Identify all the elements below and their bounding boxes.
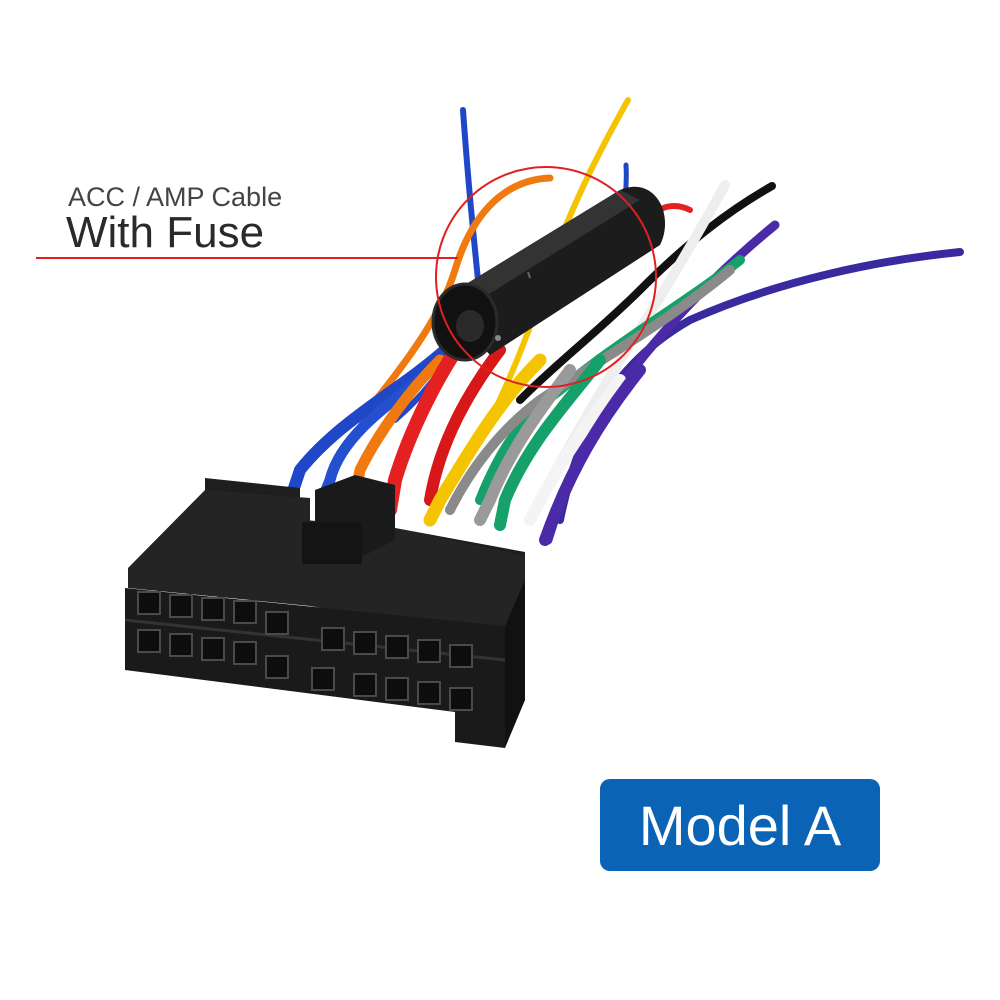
blue-wire-front: [284, 344, 451, 506]
orange-wire: [356, 174, 554, 424]
fuse-holder: [431, 186, 666, 362]
model-badge: Model A: [600, 779, 880, 871]
callout-marker: [36, 166, 657, 388]
orange-wire-front: [349, 354, 446, 501]
callout-circle: [435, 166, 657, 388]
pin-row-top: [137, 591, 473, 668]
yellow-wire-front: [423, 353, 547, 527]
red-wire-front-2: [424, 344, 506, 506]
callout-subtitle: ACC / AMP Cable: [68, 182, 283, 212]
purple-wire-front: [539, 364, 646, 546]
connector: [124, 475, 525, 748]
black-wire: [516, 182, 776, 404]
wires-front: [284, 323, 646, 546]
white-wire-front: [524, 374, 626, 526]
callout-title: With Fuse: [66, 208, 265, 257]
pin-row-bottom: [137, 629, 473, 711]
green-wire-front: [494, 354, 606, 531]
model-badge-label: Model A: [638, 793, 842, 857]
